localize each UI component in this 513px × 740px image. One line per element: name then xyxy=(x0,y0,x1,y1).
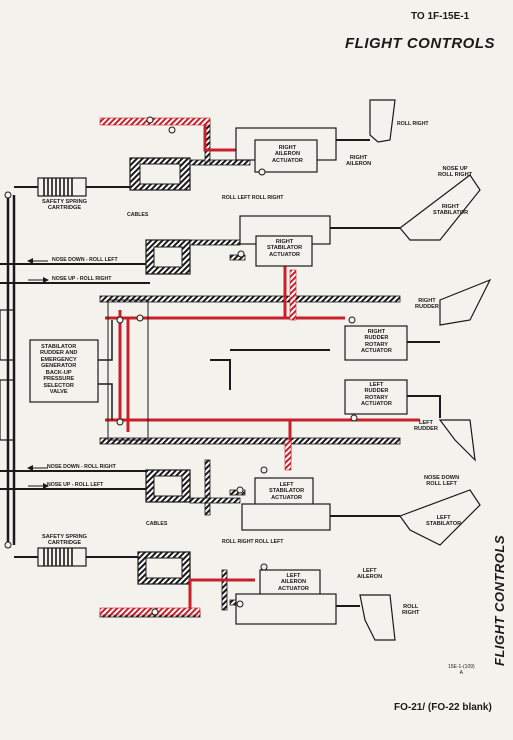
label-left-stabilator-actuator: LEFT STABILATOR ACTUATOR xyxy=(269,482,305,501)
label-left-aileron: LEFT AILERON xyxy=(357,568,383,581)
figure-ref-code: 15E-1-(109) A xyxy=(448,664,475,676)
label-left-aileron-actuator: LEFT AILERON ACTUATOR xyxy=(278,573,309,592)
horizontal-control-rods xyxy=(0,263,150,490)
actuator-boxes xyxy=(235,127,408,625)
label-safety-spring-top: SAFETY SPRING CARTRIDGE xyxy=(42,199,87,212)
pivot-points xyxy=(4,116,358,616)
label-nose-up-roll-left: NOSE UP - ROLL LEFT xyxy=(47,482,104,488)
label-right-aileron-actuator: RIGHT AILERON ACTUATOR xyxy=(272,145,303,164)
label-right-rudder: RIGHT RUDDER xyxy=(415,298,439,311)
selector-valve-box xyxy=(29,339,99,403)
label-left-rudder: LEFT RUDDER xyxy=(414,420,438,433)
safety-spring-cartridge-top xyxy=(14,177,140,197)
left-control-rods xyxy=(6,195,16,545)
label-selector-valve: STABILATOR RUDDER AND EMERGENCY GENERATO… xyxy=(40,344,78,395)
label-right-rudder-rotary-actuator: RIGHT RUDDER ROTARY ACTUATOR xyxy=(361,329,392,355)
label-left-stabilator: LEFT STABILATOR xyxy=(426,515,462,528)
label-right-stabilator: RIGHT STABILATOR xyxy=(433,204,469,217)
left-aileron-surface xyxy=(359,594,396,641)
label-nose-up-roll-right: NOSE UP ROLL RIGHT xyxy=(438,166,473,179)
safety-spring-cartridge-bottom xyxy=(14,547,140,567)
label-nose-down-roll-left: NOSE DOWN - ROLL LEFT xyxy=(52,257,118,263)
page-number: FO-21/ (FO-22 blank) xyxy=(394,702,492,713)
label-roll-right-roll-left-bottom: ROLL RIGHT ROLL LEFT xyxy=(222,539,284,545)
label-right-aileron: RIGHT AILERON xyxy=(346,155,372,168)
hydraulic-hatched-lines xyxy=(99,117,297,616)
left-rod-box-top xyxy=(0,309,15,361)
left-rudder-surface xyxy=(438,419,476,462)
doc-id: TO 1F-15E-1 xyxy=(411,11,470,22)
surface-linkages xyxy=(210,139,441,607)
label-right-stabilator-actuator: RIGHT STABILATOR ACTUATOR xyxy=(267,239,303,258)
label-nose-down-roll-left-tail: NOSE DOWN ROLL LEFT xyxy=(424,475,460,488)
direction-arrows xyxy=(27,258,49,489)
label-roll-left-roll-right-top: ROLL LEFT ROLL RIGHT xyxy=(222,195,284,201)
right-rudder-surface xyxy=(439,278,492,326)
left-stabilator-surface xyxy=(399,489,481,546)
label-nose-up-roll-right-line: NOSE UP - ROLL RIGHT xyxy=(52,276,112,282)
side-title: FLIGHT CONTROLS xyxy=(492,535,507,666)
left-rod-box-bottom xyxy=(0,379,15,441)
right-aileron-surface xyxy=(369,99,396,143)
label-safety-spring-bottom: SAFETY SPRING CARTRIDGE xyxy=(42,534,87,547)
right-stabilator-surface xyxy=(399,174,481,241)
label-left-rudder-rotary-actuator: LEFT RUDDER ROTARY ACTUATOR xyxy=(361,382,392,408)
label-roll-right-top: ROLL RIGHT xyxy=(397,121,429,127)
label-cables-top: CABLES xyxy=(127,212,149,218)
label-cables-bottom: CABLES xyxy=(146,521,168,527)
control-surfaces xyxy=(359,99,492,641)
page-title: FLIGHT CONTROLS xyxy=(345,35,495,52)
hydraulic-lines xyxy=(105,120,420,614)
label-nose-down-roll-right: NOSE DOWN - ROLL RIGHT xyxy=(47,464,116,470)
label-roll-right-bottom: ROLL RIGHT xyxy=(402,604,420,617)
